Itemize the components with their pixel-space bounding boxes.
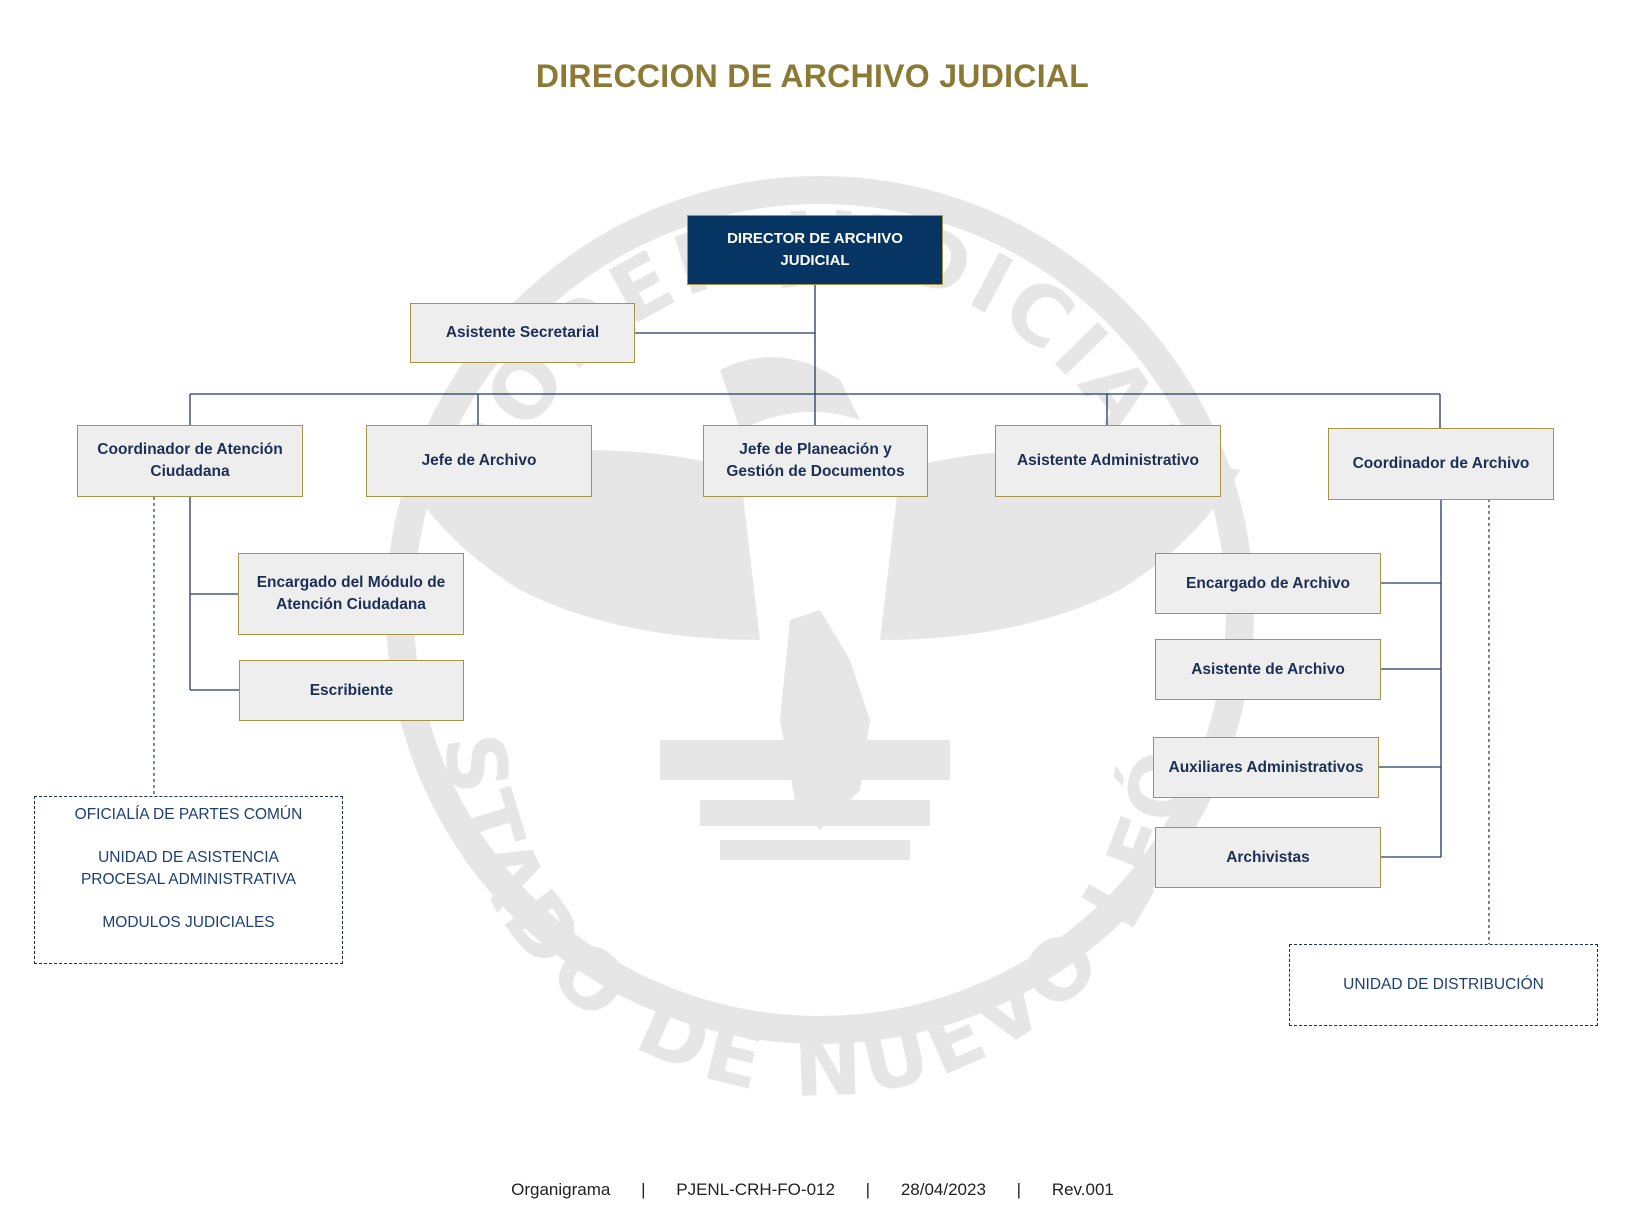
level2-label: Coordinador de Atención Ciudadana	[97, 441, 283, 480]
right-sub-label: Asistente de Archivo	[1191, 660, 1345, 678]
page-title: DIRECCION DE ARCHIVO JUDICIAL	[535, 58, 1090, 94]
escribiente-box: Escribiente	[239, 660, 464, 721]
encargado-archivo-box: Encargado de Archivo	[1155, 553, 1381, 614]
right-sub-label: Archivistas	[1226, 848, 1310, 866]
level2-label: Jefe de Planeación y Gestión de Document…	[726, 441, 905, 480]
left-sub-label: Escribiente	[309, 681, 394, 699]
footer-separator: |	[641, 1180, 646, 1199]
right-dashed-unit: UNIDAD DE DISTRIBUCIÓN	[1289, 944, 1598, 1026]
footer-separator: |	[1016, 1180, 1022, 1199]
archivistas-box: Archivistas	[1155, 827, 1381, 888]
right-sub-label: Auxiliares Administrativos	[1168, 758, 1364, 776]
asistente-secretarial-box: Asistente Secretarial	[410, 303, 635, 363]
footer-date: 28/04/2023	[900, 1180, 986, 1199]
footer-code: PJENL-CRH-FO-012	[676, 1180, 835, 1199]
level2-label: Asistente Administrativo	[1016, 452, 1200, 469]
asistente-administrativo-box: Asistente Administrativo	[995, 425, 1221, 497]
jefe-planeacion-box: Jefe de Planeación y Gestión de Document…	[703, 425, 928, 497]
coordinador-archivo-box: Coordinador de Archivo	[1328, 428, 1554, 500]
auxiliares-administrativos-box: Auxiliares Administrativos	[1153, 737, 1379, 798]
unit-oficialia: OFICIALÍA DE PARTES COMÚN	[74, 806, 303, 823]
right-sub-label: Encargado de Archivo	[1186, 574, 1350, 592]
left-dashed-units: OFICIALÍA DE PARTES COMÚN UNIDAD DE ASIS…	[34, 796, 343, 964]
jefe-archivo-box: Jefe de Archivo	[366, 425, 592, 497]
level2-label: Jefe de Archivo	[421, 452, 537, 469]
coordinador-atencion-box: Coordinador de Atención Ciudadana	[77, 425, 303, 497]
left-sub-label: Encargado del Módulo de Atención Ciudada…	[256, 574, 446, 613]
footer-doc-type: Organigrama	[511, 1180, 611, 1199]
unit-asistencia-1: UNIDAD DE ASISTENCIA	[98, 849, 279, 866]
asistente-secretarial-label: Asistente Secretarial	[445, 324, 600, 341]
unit-asistencia-2: PROCESAL ADMINISTRATIVA	[80, 871, 297, 888]
director-label: DIRECTOR DE ARCHIVO JUDICIAL	[727, 230, 903, 269]
unit-modulos: MODULOS JUDICIALES	[102, 914, 275, 931]
level2-label: Coordinador de Archivo	[1352, 455, 1530, 472]
encargado-modulo-box: Encargado del Módulo de Atención Ciudada…	[238, 553, 464, 635]
unit-distribucion: UNIDAD DE DISTRIBUCIÓN	[1343, 976, 1544, 993]
footer-separator: |	[865, 1180, 871, 1199]
footer-revision: Rev.001	[1051, 1180, 1114, 1199]
director-box: DIRECTOR DE ARCHIVO JUDICIAL	[687, 215, 943, 285]
footer: Organigrama | PJENL-CRH-FO-012 | 28/04/2…	[0, 1180, 1625, 1200]
asistente-archivo-box: Asistente de Archivo	[1155, 639, 1381, 700]
